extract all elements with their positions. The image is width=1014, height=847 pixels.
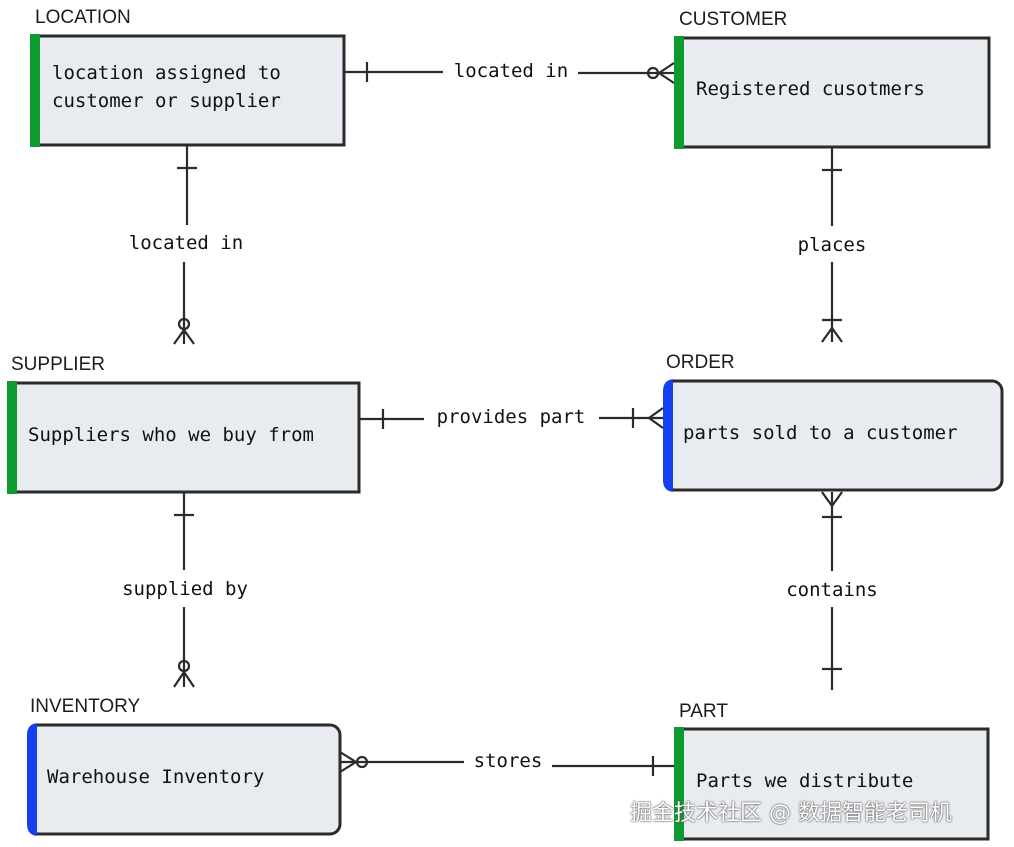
relationship-label: stores [474,750,543,772]
entity-desc-supplier: Suppliers who we buy from [28,424,314,446]
entity-box-location [30,34,346,147]
cardinality-zero-mark [355,755,369,769]
relationship-supplier-inventory[interactable]: supplied by [122,492,248,688]
watermark: 掘金技术社区 @ 数据智能老司机 [630,801,952,826]
entity-accent-customer [674,36,684,149]
entity-title-location: LOCATION [35,7,131,28]
relationship-label: places [798,234,867,256]
entity-desc-location-1: location assigned to [52,62,281,84]
entity-customer[interactable]: CUSTOMER Registered cusotmers [674,9,991,149]
entity-desc-customer: Registered cusotmers [696,78,925,100]
entity-title-inventory: INVENTORY [30,696,140,717]
entity-inventory[interactable]: INVENTORY Warehouse Inventory [27,696,342,836]
cardinality-many-mark [821,491,843,508]
entity-part[interactable]: PART Parts we distribute [674,701,990,841]
cardinality-many-mark [647,407,664,429]
entity-accent-order [663,379,675,492]
relationship-inventory-part[interactable]: stores [339,750,674,776]
cardinality-many-mark [173,328,195,345]
entity-desc-part: Parts we distribute [696,770,913,792]
entity-title-order: ORDER [666,352,735,373]
cardinality-many-mark [821,326,843,343]
entity-box-part [674,727,990,841]
entity-accent-inventory [27,723,39,836]
entity-desc-inventory: Warehouse Inventory [47,766,264,788]
entity-desc-order: parts sold to a customer [683,422,958,444]
relationship-supplier-order[interactable]: provides part [359,406,664,429]
entity-accent-part [674,727,684,841]
entity-title-customer: CUSTOMER [679,9,787,30]
cardinality-many-mark [657,62,675,84]
entity-accent-location [30,34,40,147]
relationship-label: located in [129,232,243,254]
entity-desc-location-2: customer or supplier [52,90,281,112]
relationship-location-supplier[interactable]: located in [129,145,243,345]
entity-order[interactable]: ORDER parts sold to a customer [663,352,1004,492]
entity-location[interactable]: LOCATION location assigned to customer o… [30,7,346,147]
entity-title-part: PART [679,701,728,722]
entity-accent-supplier [7,381,17,494]
relationship-order-part[interactable]: contains [786,491,878,690]
entity-box-customer [674,36,991,149]
relationship-label: provides part [437,406,586,428]
relationship-customer-order[interactable]: places [798,147,867,343]
entity-title-supplier: SUPPLIER [11,354,105,375]
entity-box-supplier [7,381,361,494]
entity-supplier[interactable]: SUPPLIER Suppliers who we buy from [7,354,361,494]
relationship-label: located in [454,60,568,82]
relationship-label: supplied by [122,578,248,600]
relationship-location-customer[interactable]: located in [344,60,675,84]
cardinality-many-mark [173,670,195,688]
relationship-label: contains [786,579,878,601]
